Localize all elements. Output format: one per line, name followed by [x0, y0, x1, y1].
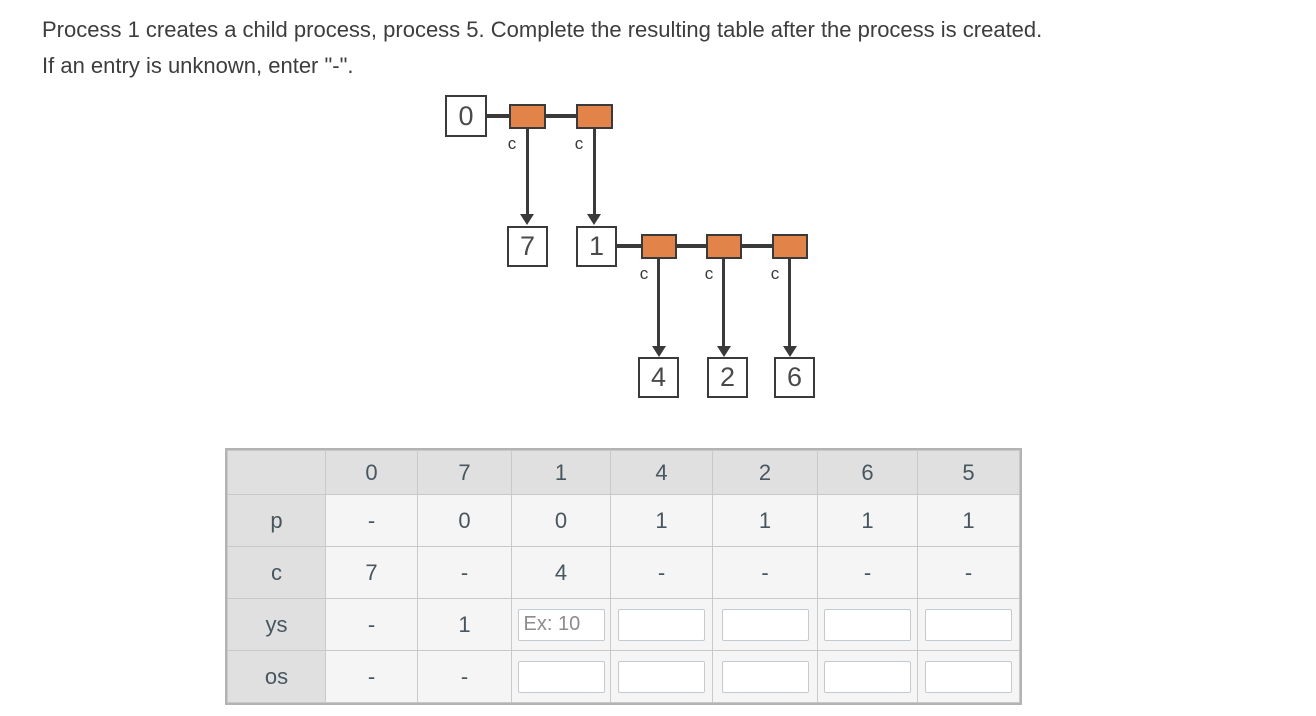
child-link-block	[576, 104, 613, 129]
child-pointer-label: c	[770, 264, 780, 283]
cell-os-col2	[712, 650, 818, 703]
child-pointer-label: c	[574, 134, 584, 153]
table-header-row: 0 7 1 4 2 6 5	[227, 450, 1020, 495]
table-row-p: p - 0 0 1 1 1 1	[227, 494, 1020, 547]
corner-header-cell	[227, 450, 326, 495]
cell-p-col0: -	[325, 494, 418, 547]
column-header-4: 4	[610, 450, 713, 495]
column-header-1: 1	[511, 450, 611, 495]
cell-p-col6: 1	[817, 494, 918, 547]
cell-ys-col6	[817, 598, 918, 651]
child-pointer-label: c	[704, 264, 714, 283]
answer-input-os-1[interactable]	[517, 660, 605, 693]
column-header-6: 6	[817, 450, 918, 495]
answer-input-os-2[interactable]	[721, 660, 809, 693]
cell-os-col7: -	[417, 650, 512, 703]
process-box-0: 0	[445, 95, 487, 137]
cell-c-col1: 4	[511, 546, 611, 599]
child-pointer-label: c	[639, 264, 649, 283]
child-link-block	[509, 104, 546, 129]
answer-input-os-4[interactable]	[618, 660, 705, 693]
cell-c-col2: -	[712, 546, 818, 599]
connector-line	[485, 114, 510, 118]
child-link-block	[641, 234, 677, 259]
cell-p-col7: 0	[417, 494, 512, 547]
answer-input-ys-5[interactable]	[925, 608, 1012, 641]
process-box-7: 7	[507, 226, 548, 267]
child-arrow-shaft	[788, 258, 791, 347]
cell-p-col1: 0	[511, 494, 611, 547]
row-label-p: p	[227, 494, 326, 547]
column-header-2: 2	[712, 450, 818, 495]
cell-p-col5: 1	[917, 494, 1020, 547]
cell-ys-col2	[712, 598, 818, 651]
connector-line	[741, 244, 773, 248]
child-arrow-shaft	[526, 128, 529, 215]
connector-line	[676, 244, 707, 248]
child-arrow-shaft	[722, 258, 725, 347]
cell-ys-col4	[610, 598, 713, 651]
cell-os-col6	[817, 650, 918, 703]
instruction-line-2: If an entry is unknown, enter "-".	[42, 53, 354, 78]
cell-ys-col0: -	[325, 598, 418, 651]
answer-input-os-5[interactable]	[925, 660, 1012, 693]
child-arrow-shaft	[657, 258, 660, 347]
cell-ys-col7: 1	[417, 598, 512, 651]
cell-c-col7: -	[417, 546, 512, 599]
child-link-block	[772, 234, 808, 259]
cell-os-col4	[610, 650, 713, 703]
answer-input-ys-6[interactable]	[824, 608, 911, 641]
arrowhead-down-icon	[520, 214, 534, 225]
cell-ys-col1	[511, 598, 611, 651]
cell-os-col5	[917, 650, 1020, 703]
row-label-c: c	[227, 546, 326, 599]
row-label-ys: ys	[227, 598, 326, 651]
arrowhead-down-icon	[652, 346, 666, 357]
arrowhead-down-icon	[717, 346, 731, 357]
answer-input-ys-1[interactable]	[517, 608, 605, 641]
arrowhead-down-icon	[587, 214, 601, 225]
process-box-4: 4	[638, 357, 679, 398]
column-header-5: 5	[917, 450, 1020, 495]
row-label-os: os	[227, 650, 326, 703]
column-header-0: 0	[325, 450, 418, 495]
table-row-os: os - -	[227, 650, 1020, 703]
process-box-1: 1	[576, 226, 617, 267]
process-box-6: 6	[774, 357, 815, 398]
table-row-ys: ys - 1	[227, 598, 1020, 651]
cell-os-col1	[511, 650, 611, 703]
cell-c-col0: 7	[325, 546, 418, 599]
table-row-c: c 7 - 4 - - - -	[227, 546, 1020, 599]
process-box-2: 2	[707, 357, 748, 398]
child-pointer-label: c	[507, 134, 517, 153]
cell-c-col4: -	[610, 546, 713, 599]
child-link-block	[706, 234, 742, 259]
cell-p-col2: 1	[712, 494, 818, 547]
process-table: 0 7 1 4 2 6 5 p - 0 0 1 1 1 1 c 7	[225, 448, 1022, 705]
cell-p-col4: 1	[610, 494, 713, 547]
column-header-7: 7	[417, 450, 512, 495]
answer-input-ys-4[interactable]	[618, 608, 705, 641]
instruction-line-1: Process 1 creates a child process, proce…	[42, 17, 1043, 42]
cell-c-col5: -	[917, 546, 1020, 599]
arrowhead-down-icon	[783, 346, 797, 357]
answer-input-ys-2[interactable]	[721, 608, 809, 641]
cell-os-col0: -	[325, 650, 418, 703]
instruction-text: Process 1 creates a child process, proce…	[42, 12, 1042, 84]
answer-input-os-6[interactable]	[824, 660, 911, 693]
child-arrow-shaft	[593, 128, 596, 215]
cell-c-col6: -	[817, 546, 918, 599]
cell-ys-col5	[917, 598, 1020, 651]
connector-line	[545, 114, 577, 118]
connector-line	[615, 244, 642, 248]
